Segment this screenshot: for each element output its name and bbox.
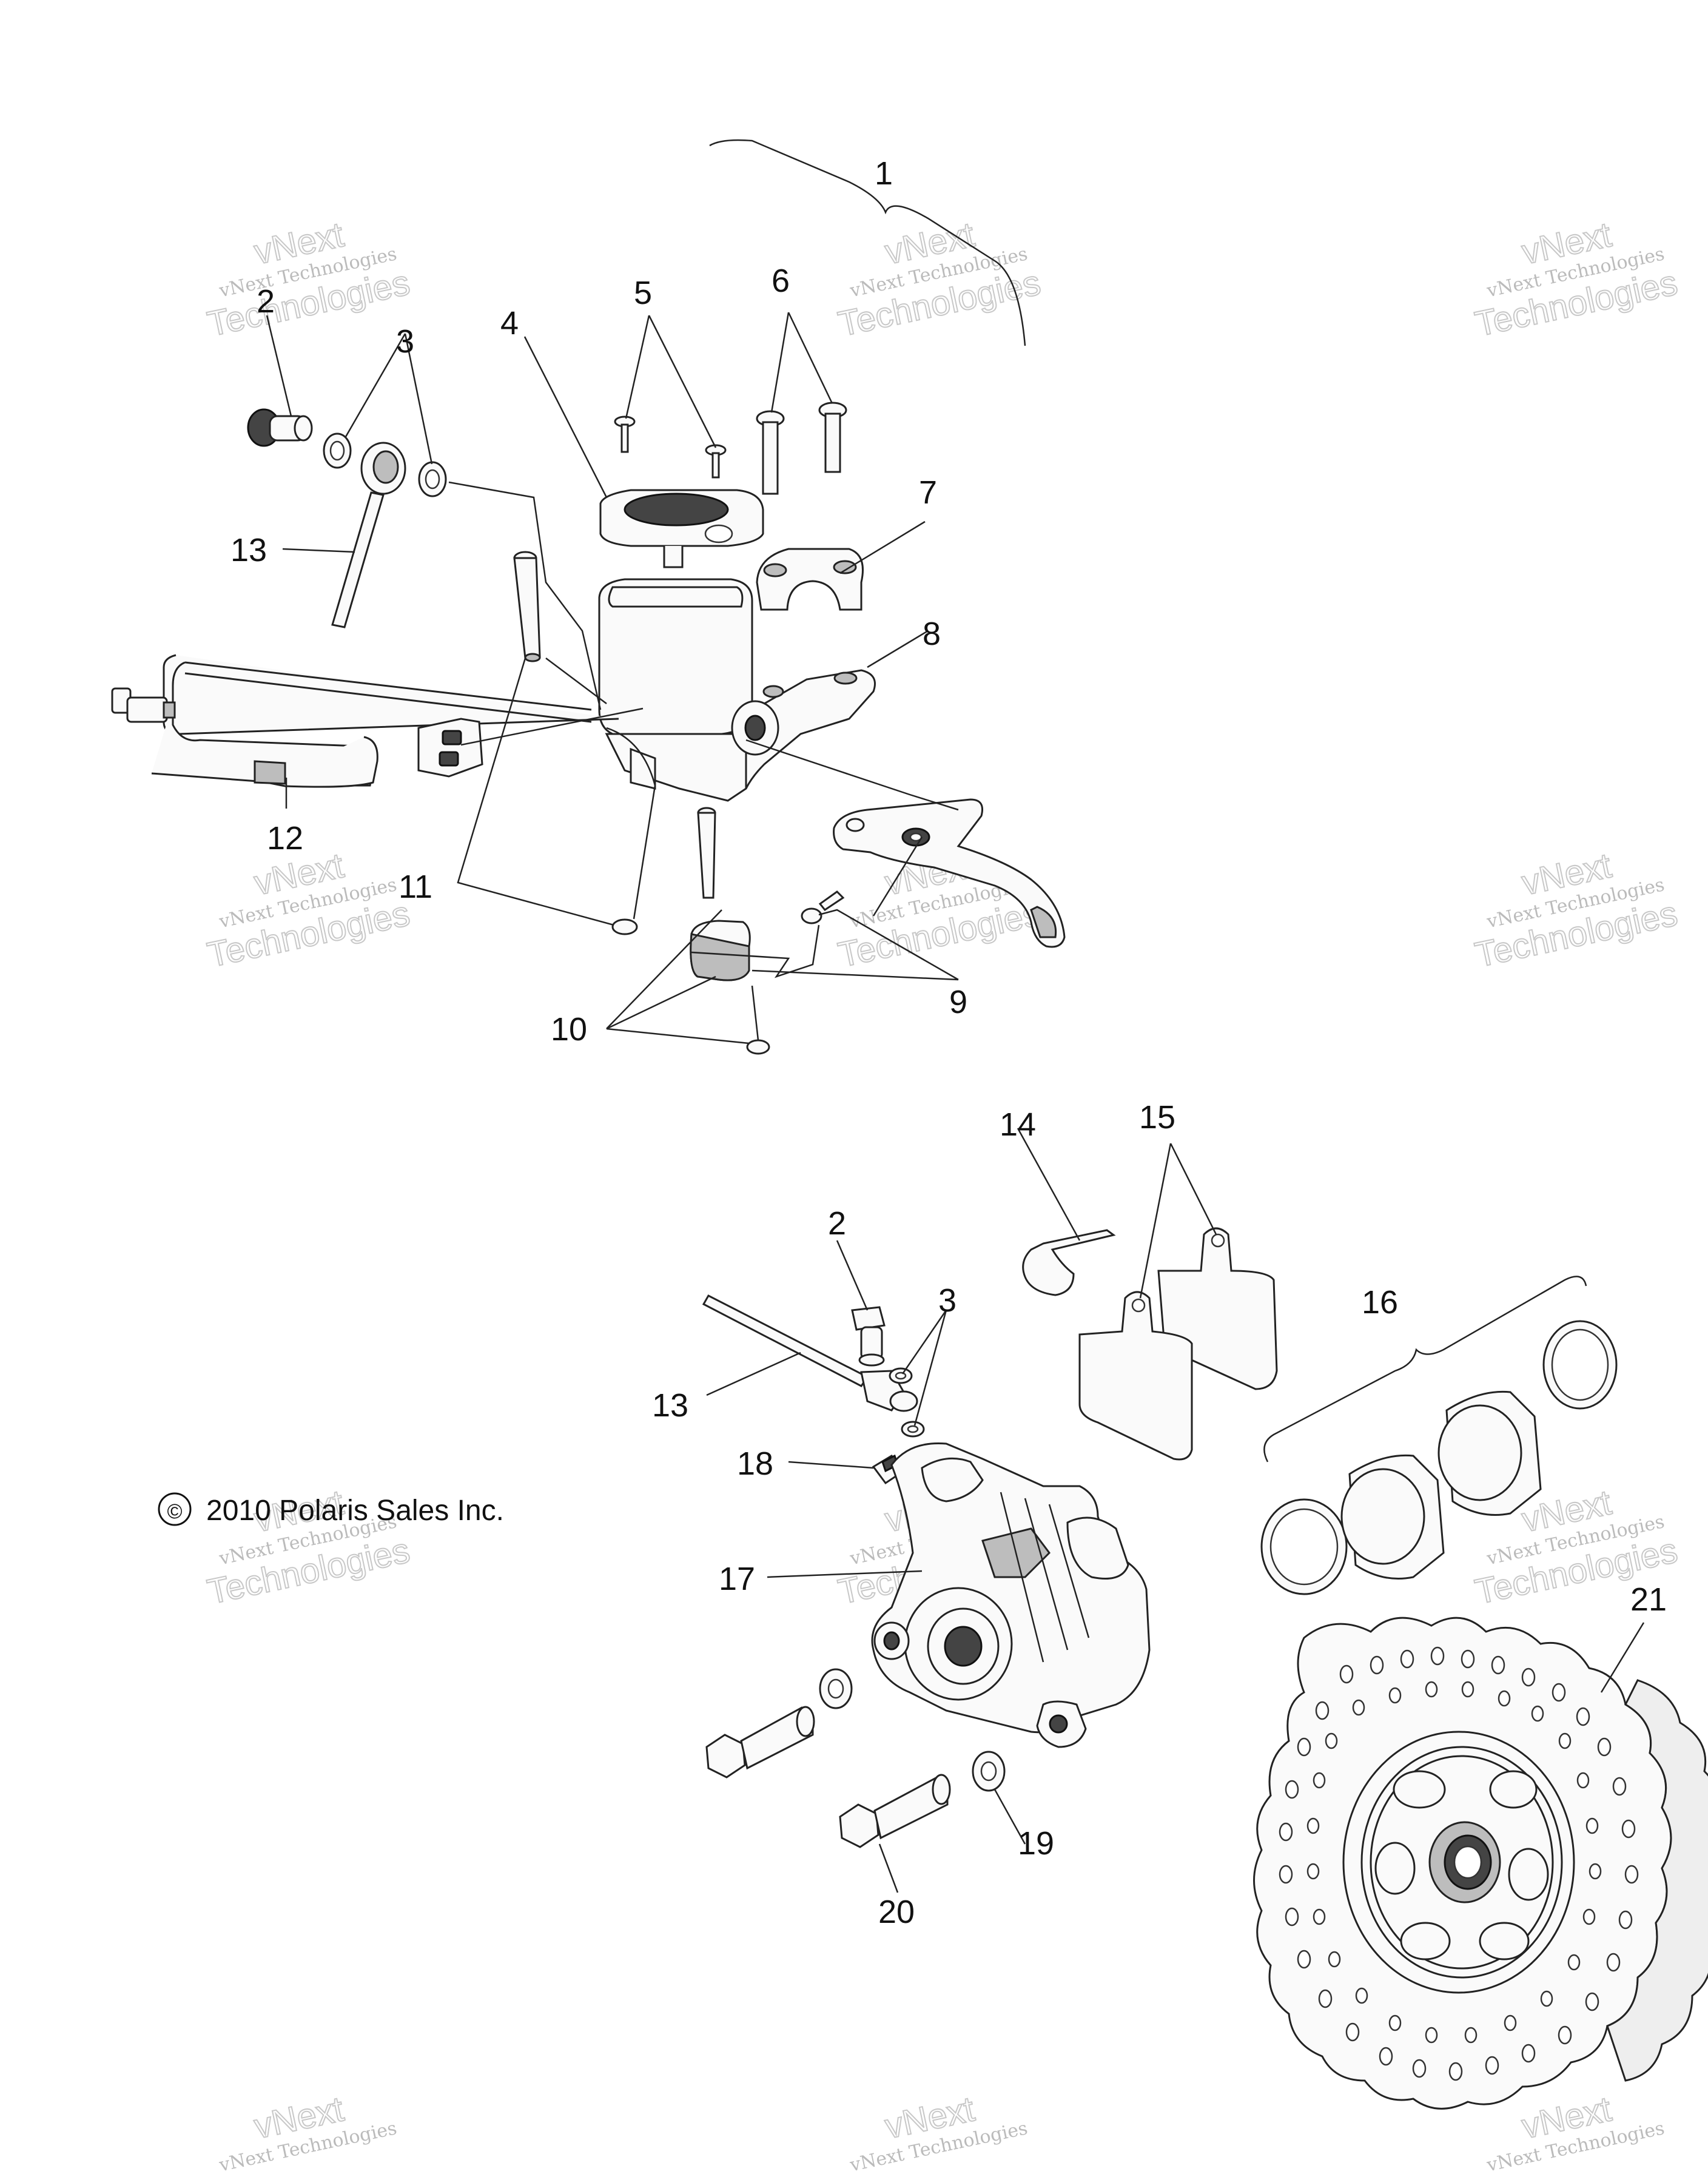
- copyright-symbol-circle: [158, 1492, 192, 1526]
- caliper-piston: [1437, 1390, 1542, 1516]
- lever-pivot-pin: [697, 807, 716, 899]
- callout-15: 15: [1139, 1099, 1175, 1136]
- callout-18: 18: [737, 1445, 773, 1482]
- callout-9: 9: [949, 984, 967, 1020]
- lever-clip: [801, 907, 822, 924]
- brake-pad: [1078, 1291, 1193, 1461]
- watermark: vNext vNext Technologies: [217, 2088, 399, 2174]
- lever-spring: [818, 890, 845, 912]
- callout-2: 2: [257, 283, 275, 320]
- master-cylinder-body: [598, 578, 876, 802]
- copyright-notice: © 2010 Polaris Sales Inc.: [158, 1492, 504, 1527]
- copyright-text: 2010 Polaris Sales Inc.: [206, 1495, 504, 1527]
- watermark: vNext vNext Technologies: [848, 2088, 1030, 2174]
- callout-21: 21: [1630, 1581, 1667, 1618]
- caliper-mounting-bolt: [705, 1706, 815, 1779]
- banjo-fitting: [360, 442, 406, 495]
- watermark: vNext vNext Technologies Technologies: [1471, 845, 1681, 975]
- callout-12: 12: [267, 820, 303, 856]
- caliper-seal: [1260, 1498, 1348, 1595]
- callout-2: 2: [828, 1205, 846, 1242]
- master-cylinder-assembly: [111, 139, 1066, 1055]
- brake-light-switch: [111, 654, 619, 788]
- callout-17: 17: [719, 1561, 755, 1597]
- brake-hose: [702, 1294, 869, 1387]
- callout-3: 3: [396, 323, 414, 360]
- brake-rotor: [1253, 1617, 1708, 2110]
- caliper-seal: [1542, 1320, 1618, 1410]
- caliper-piston: [1340, 1454, 1445, 1580]
- callout-1: 1: [875, 155, 893, 192]
- callout-11: 11: [398, 869, 432, 905]
- watermark: vNext vNext Technologies Technologies: [1471, 214, 1681, 345]
- callout-14: 14: [1000, 1106, 1036, 1143]
- rotor-holes: [1279, 1646, 1639, 2081]
- clamp-bolt: [756, 410, 785, 495]
- brake-hose: [331, 491, 385, 628]
- callout-10: 10: [551, 1011, 587, 1048]
- callout-5: 5: [634, 275, 652, 311]
- caliper-mounting-bolt: [839, 1774, 951, 1848]
- banjo-bolt: [851, 1306, 886, 1367]
- callout-13: 13: [230, 532, 267, 568]
- leader-lines-lower: [706, 1128, 1645, 1893]
- reservoir-cover-screw: [705, 444, 727, 479]
- callout-7: 7: [919, 474, 937, 511]
- callout-20: 20: [878, 1894, 915, 1930]
- lever-pivot-clip: [746, 1039, 770, 1055]
- copyright-symbol: ©: [167, 1500, 182, 1523]
- pivot-pin: [513, 551, 541, 662]
- assembly-bracket: [709, 139, 1026, 346]
- watermark: vNext vNext Technologies Technologies: [834, 214, 1044, 345]
- e-clip: [611, 918, 638, 935]
- callout-3: 3: [938, 1282, 957, 1319]
- callout-13: 13: [652, 1387, 688, 1424]
- banjo-bolt: [247, 408, 313, 447]
- lever-pivot-block: [690, 920, 751, 981]
- watermark: vNext vNext Technologies Technologies: [203, 214, 414, 345]
- reservoir-cover: [599, 489, 764, 568]
- callout-19: 19: [1018, 1825, 1054, 1862]
- piston-set-bracket: [1263, 1276, 1587, 1462]
- callout-16: 16: [1362, 1284, 1398, 1321]
- callout-8: 8: [923, 616, 941, 652]
- reservoir-cover-screw: [614, 416, 636, 453]
- handlebar-clamp: [756, 548, 864, 611]
- callout-6: 6: [772, 263, 790, 299]
- pad-retaining-pin: [1022, 1229, 1116, 1296]
- brake-caliper: [871, 1442, 1151, 1748]
- leader-lines-upper: [266, 312, 959, 1045]
- clamp-bolt: [818, 402, 847, 473]
- watermark: vNext vNext Technologies Technologies: [203, 1482, 414, 1612]
- callout-numbers: 1 2 3 4 5 6 7 8 9 10 11 12 13 14 15 16 1…: [230, 155, 1667, 1930]
- caliper-assembly: [702, 1128, 1708, 2110]
- callout-4: 4: [500, 305, 519, 342]
- brake-lever: [833, 798, 1066, 948]
